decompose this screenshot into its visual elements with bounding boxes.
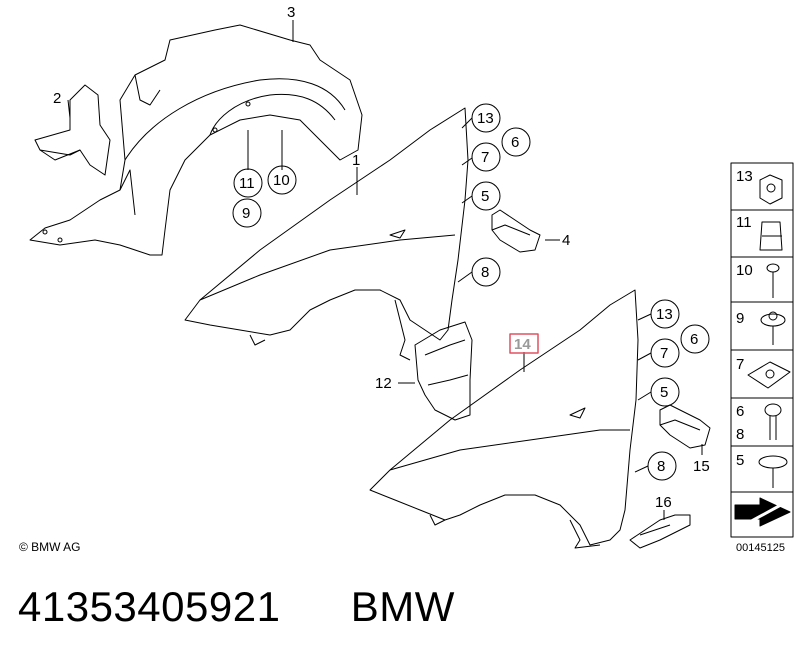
bracket-part-4: [491, 209, 541, 253]
part-info: 41353405921 BMW: [18, 583, 455, 631]
rivet-pin-icon: [766, 263, 780, 298]
screw-washer-icon: [760, 311, 786, 345]
callout-13-upper: 13: [477, 110, 494, 127]
callout-13-lower: 13: [656, 306, 673, 323]
bracket-part-2: [34, 84, 111, 176]
part-number: 41353405921: [18, 583, 281, 630]
fender-lower: [369, 289, 639, 549]
legend-13: 13: [736, 168, 753, 185]
legend-6: 6: [736, 403, 744, 420]
legend-panel: [730, 162, 794, 538]
arrow-icon: [734, 497, 791, 532]
diagram-id: 00145125: [736, 542, 785, 554]
callout-8-upper: 8: [481, 264, 489, 281]
legend-9: 9: [736, 310, 744, 327]
callout-11: 11: [239, 175, 255, 192]
callout-7-upper: 7: [481, 149, 489, 166]
fender-upper: [184, 107, 469, 361]
callout-labels: 1 2 3 4 5 5 6 6 7 7 8 8 9 10 11 12 13 13…: [53, 4, 710, 511]
legend-5: 5: [736, 452, 744, 469]
legend-labels: 13 11 10 9 7 6 8 5: [736, 168, 753, 469]
highlight-box: [509, 333, 539, 354]
expanding-nut-icon: [759, 221, 783, 251]
callout-circles: [232, 103, 710, 481]
callout-16: 16: [655, 494, 672, 511]
callout-4: 4: [562, 232, 570, 249]
legend-7: 7: [736, 356, 744, 373]
callout-5-lower: 5: [660, 384, 668, 401]
callout-12: 12: [375, 375, 392, 392]
bracket-part-15: [659, 404, 711, 449]
callout-10: 10: [273, 172, 290, 189]
clip-nut-icon: [759, 174, 783, 205]
speed-nut-icon: [747, 361, 791, 389]
callout-6-lower: 6: [690, 331, 698, 348]
callout-3: 3: [287, 4, 295, 21]
callout-2: 2: [53, 90, 61, 107]
legend-8: 8: [736, 426, 744, 443]
wheel-arch-liner: [29, 24, 363, 256]
legend-10: 10: [736, 262, 753, 279]
callout-9: 9: [242, 205, 250, 222]
leader-lines: [67, 20, 703, 520]
callout-5-upper: 5: [481, 188, 489, 205]
callout-7-lower: 7: [660, 345, 668, 362]
callout-14: 14: [514, 336, 531, 353]
bolt-screw-icon: [764, 403, 782, 440]
callout-8-lower: 8: [657, 458, 665, 475]
trim-part-12: [414, 321, 473, 421]
bracket-part-16: [629, 514, 691, 549]
callout-6-upper: 6: [511, 134, 519, 151]
callout-1: 1: [352, 152, 360, 169]
callout-15: 15: [693, 458, 710, 475]
brand-name: BMW: [350, 583, 455, 630]
copyright-text: © BMW AG: [19, 540, 81, 554]
legend-11: 11: [736, 214, 752, 231]
flange-screw-icon: [758, 455, 788, 488]
